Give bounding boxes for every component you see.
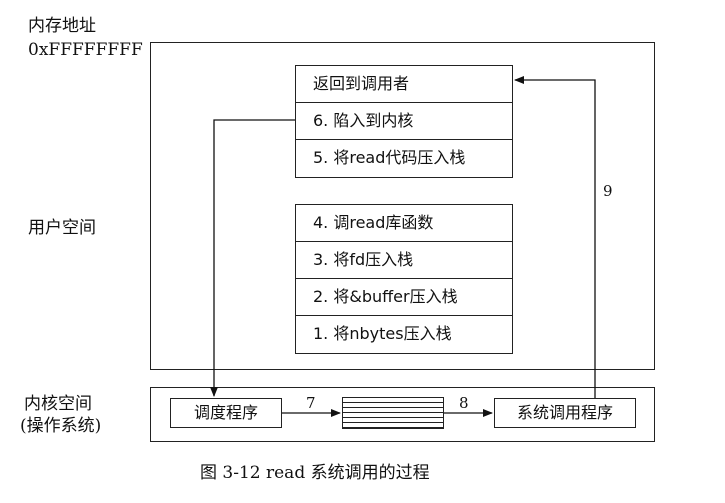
dispatch-table bbox=[342, 397, 444, 429]
memory-address-label: 内存地址 bbox=[28, 16, 96, 36]
user-space-frame bbox=[150, 42, 655, 370]
kernel-space-sublabel: (操作系统) bbox=[20, 416, 102, 436]
stack-row-call-read: 4. 调read库函数 bbox=[296, 205, 512, 242]
kernel-space-label: 内核空间 bbox=[24, 394, 92, 414]
upper-stack: 返回到调用者 6. 陷入到内核 5. 将read代码压入栈 bbox=[295, 65, 513, 178]
stack-row-trap-to-kernel: 6. 陷入到内核 bbox=[296, 103, 512, 140]
user-space-label: 用户空间 bbox=[28, 218, 96, 238]
dispatcher-box: 调度程序 bbox=[170, 398, 282, 428]
arrow-label-7: 7 bbox=[306, 394, 316, 412]
stack-row-push-read-code: 5. 将read代码压入栈 bbox=[313, 148, 466, 167]
stack-row-push-nbytes: 1. 将nbytes压入栈 bbox=[313, 324, 452, 343]
syscall-handler-box: 系统调用程序 bbox=[494, 398, 636, 428]
figure-caption: 图 3-12 read 系统调用的过程 bbox=[200, 463, 430, 483]
stack-row-push-buffer: 2. 将&buffer压入栈 bbox=[296, 279, 512, 316]
lower-stack: 4. 调read库函数 3. 将fd压入栈 2. 将&buffer压入栈 1. … bbox=[295, 204, 513, 354]
memory-address-value: 0xFFFFFFFF bbox=[28, 40, 143, 60]
stack-row-return-to-caller: 返回到调用者 bbox=[296, 66, 512, 103]
arrow-label-9: 9 bbox=[603, 182, 613, 200]
kernel-space-frame bbox=[150, 387, 655, 442]
arrow-label-8: 8 bbox=[459, 394, 469, 412]
stack-row-push-fd: 3. 将fd压入栈 bbox=[296, 242, 512, 279]
